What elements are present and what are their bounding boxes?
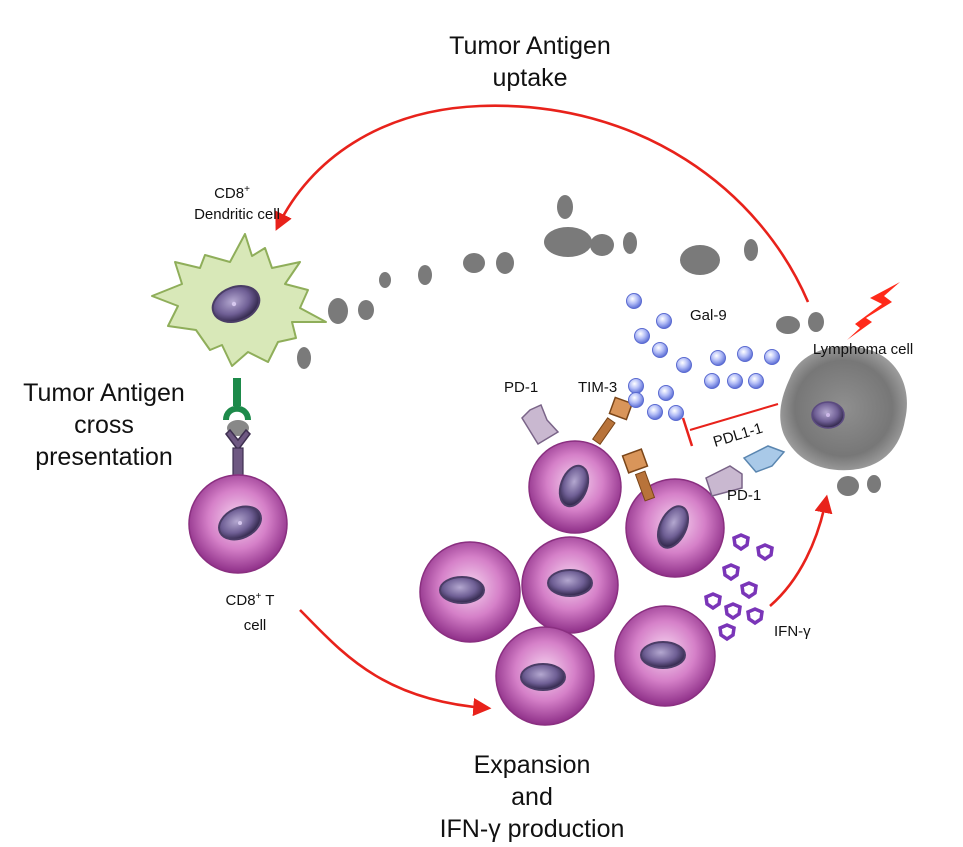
ifng-to-lymphoma-arrow [769, 494, 833, 607]
t-cell-name-label: cell [244, 617, 267, 634]
gal9-molecule [710, 350, 726, 366]
gal9-molecule [704, 373, 720, 389]
debris-particle [867, 475, 881, 493]
gal9-molecule [652, 342, 668, 358]
tumor-antigen-debris [297, 195, 881, 496]
ifng-molecule [746, 607, 764, 626]
expansion-label-line2: and [511, 783, 553, 811]
debris-particle [379, 272, 391, 288]
dendritic-cell-cd8-label: CD8+ [214, 184, 250, 202]
debris-particle [680, 245, 720, 275]
t-cell [419, 541, 521, 643]
expansion-arrow [299, 609, 492, 717]
ifng-molecules [704, 533, 774, 642]
ifng-molecule [718, 623, 736, 642]
debris-particle [808, 312, 824, 332]
inhibition-bar [681, 417, 694, 447]
gal9-molecule [656, 313, 672, 329]
gal9-molecule [634, 328, 650, 344]
debris-particle [328, 298, 348, 324]
gal9-molecules [626, 293, 780, 421]
expansion-label-line3: IFN-γ production [440, 815, 625, 843]
tcr-receptor-stalk [232, 447, 244, 477]
ifng-molecule [724, 602, 742, 621]
debris-particle [496, 252, 514, 274]
ifng-label: IFN-γ [774, 623, 811, 640]
dendritic-cell-name-label: Dendritic cell [194, 206, 280, 223]
lymphoma-cell [780, 346, 907, 471]
antigen-uptake-label-line1: Tumor Antigen [449, 32, 611, 60]
tim3-receptor-top-icon [591, 396, 634, 446]
pdl1-label: PDL1-1 [711, 420, 765, 451]
mhc-receptor-head [223, 405, 251, 421]
debris-particle [590, 234, 614, 256]
t-cell-population [188, 440, 725, 726]
gal9-molecule [647, 404, 663, 420]
gal9-molecule [764, 349, 780, 365]
dendritic-cell [151, 233, 327, 477]
inhibition-line [689, 403, 779, 431]
antigen-uptake-label-line2: uptake [492, 64, 567, 92]
gal9-molecule [628, 392, 644, 408]
pd1-right-label: PD-1 [727, 487, 761, 504]
cd8-t-cell [188, 474, 288, 574]
ifng-molecule [756, 543, 774, 562]
t-cell [625, 478, 725, 578]
gal9-molecule [727, 373, 743, 389]
pd1-receptor-left-icon [521, 403, 560, 446]
mhc-receptor-stalk [233, 378, 241, 406]
debris-particle [297, 347, 311, 369]
debris-particle [776, 316, 800, 334]
ifng-molecule [732, 533, 750, 552]
cross-presentation-label-line3: presentation [35, 443, 173, 471]
pd1-receptor-right-icon [705, 465, 743, 497]
debris-particle [557, 195, 573, 219]
cross-presentation-label-line2: cross [74, 411, 134, 439]
debris-particle [358, 300, 374, 320]
ifng-molecule [704, 592, 722, 611]
gal9-molecule [628, 378, 644, 394]
gal9-label: Gal-9 [690, 307, 727, 324]
debris-particle [463, 253, 485, 273]
ifng-molecule [722, 563, 740, 582]
debris-particle [544, 227, 592, 257]
tim3-label: TIM-3 [578, 379, 617, 396]
gal9-molecule [676, 357, 692, 373]
antigen-uptake-arrow [275, 104, 810, 303]
debris-particle [623, 232, 637, 254]
t-cell [495, 626, 595, 726]
expansion-label-line1: Expansion [474, 751, 591, 779]
gal9-molecule [668, 405, 684, 421]
pdl1-ligand-icon [742, 445, 786, 473]
damage-bolt-icon [847, 282, 900, 340]
t-cell [528, 440, 622, 534]
tim3-receptor-mid-icon [621, 448, 656, 502]
t-cell-cd8-label: CD8+ T [226, 591, 275, 609]
lymphoma-cell-body [780, 346, 907, 471]
t-cell [521, 536, 619, 634]
pd1-left-label: PD-1 [504, 379, 538, 396]
lymphoma-cell-label: Lymphoma cell [813, 341, 913, 358]
debris-particle [837, 476, 859, 496]
debris-particle [418, 265, 432, 285]
gal9-molecule [626, 293, 642, 309]
gal9-molecule [737, 346, 753, 362]
cross-presentation-label-line1: Tumor Antigen [23, 379, 185, 407]
gal9-molecule [658, 385, 674, 401]
gal9-molecule [748, 373, 764, 389]
ifng-molecule [740, 581, 758, 600]
t-cell [614, 605, 716, 707]
debris-particle [744, 239, 758, 261]
